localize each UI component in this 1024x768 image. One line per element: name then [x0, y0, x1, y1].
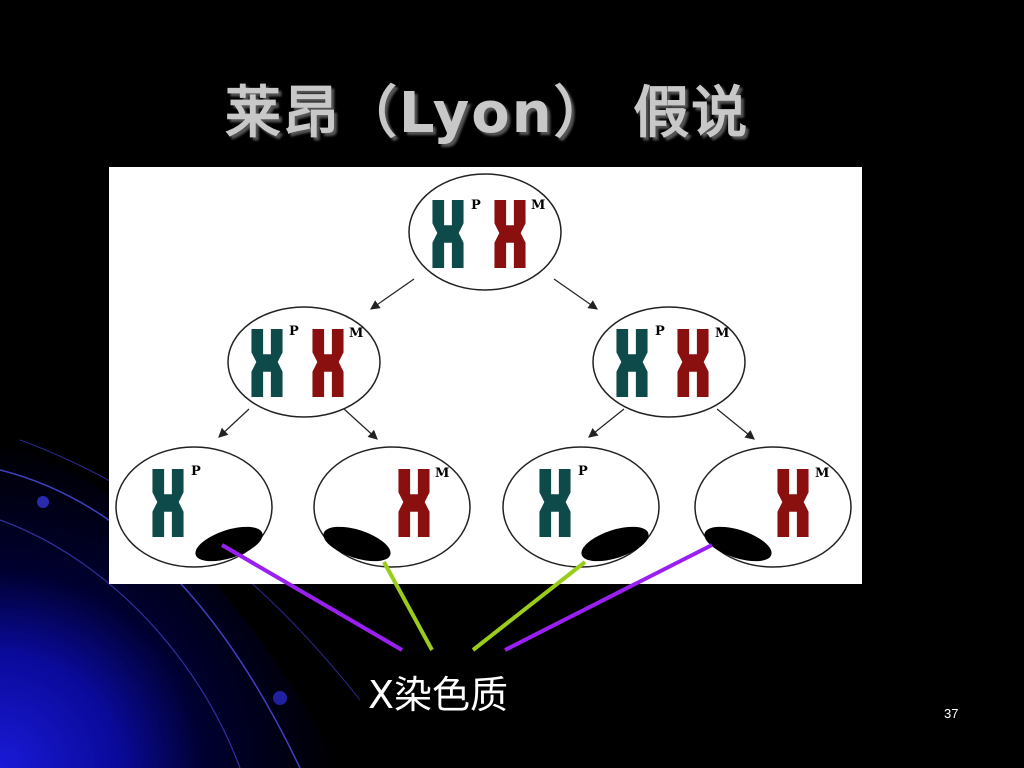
barr-body — [195, 526, 263, 562]
pointer-line-purple — [220, 543, 404, 652]
paternal-label: P — [471, 198, 481, 213]
arrow — [588, 408, 625, 438]
barr-body — [323, 526, 391, 562]
granddaughter-cell-2: M — [313, 446, 471, 568]
maternal-label: M — [815, 466, 829, 481]
x-chromatin-caption: X染色质 — [368, 673, 509, 717]
arrow — [218, 408, 250, 438]
arrow — [716, 408, 755, 440]
pointer-line-green — [382, 561, 434, 651]
daughter-cell-left: P M — [227, 306, 381, 418]
lyon-hypothesis-diagram: P M P M P M P M P M — [109, 167, 862, 584]
barr-body — [581, 526, 649, 562]
page-number: 37 — [944, 706, 959, 721]
arrow — [553, 278, 598, 310]
zygote-cell: P M — [408, 173, 562, 291]
paternal-label: P — [191, 464, 201, 479]
granddaughter-cell-1: P — [115, 446, 273, 568]
slide-title: 莱昂（Lyon） 假说 — [224, 81, 750, 146]
maternal-label: M — [349, 326, 363, 341]
paternal-label: P — [655, 324, 665, 339]
granddaughter-cell-4: M — [694, 446, 852, 568]
paternal-label: P — [578, 464, 588, 479]
maternal-label: M — [531, 198, 545, 213]
pointer-line-purple — [504, 543, 713, 652]
maternal-label: M — [715, 326, 729, 341]
paternal-label: P — [289, 324, 299, 339]
daughter-cell-right: P M — [592, 306, 746, 418]
maternal-label: M — [435, 466, 449, 481]
barr-body — [704, 526, 772, 562]
lineage-arrows — [218, 278, 755, 440]
pointer-line-green — [471, 560, 587, 652]
arrow — [343, 408, 378, 440]
arrow — [370, 278, 415, 310]
